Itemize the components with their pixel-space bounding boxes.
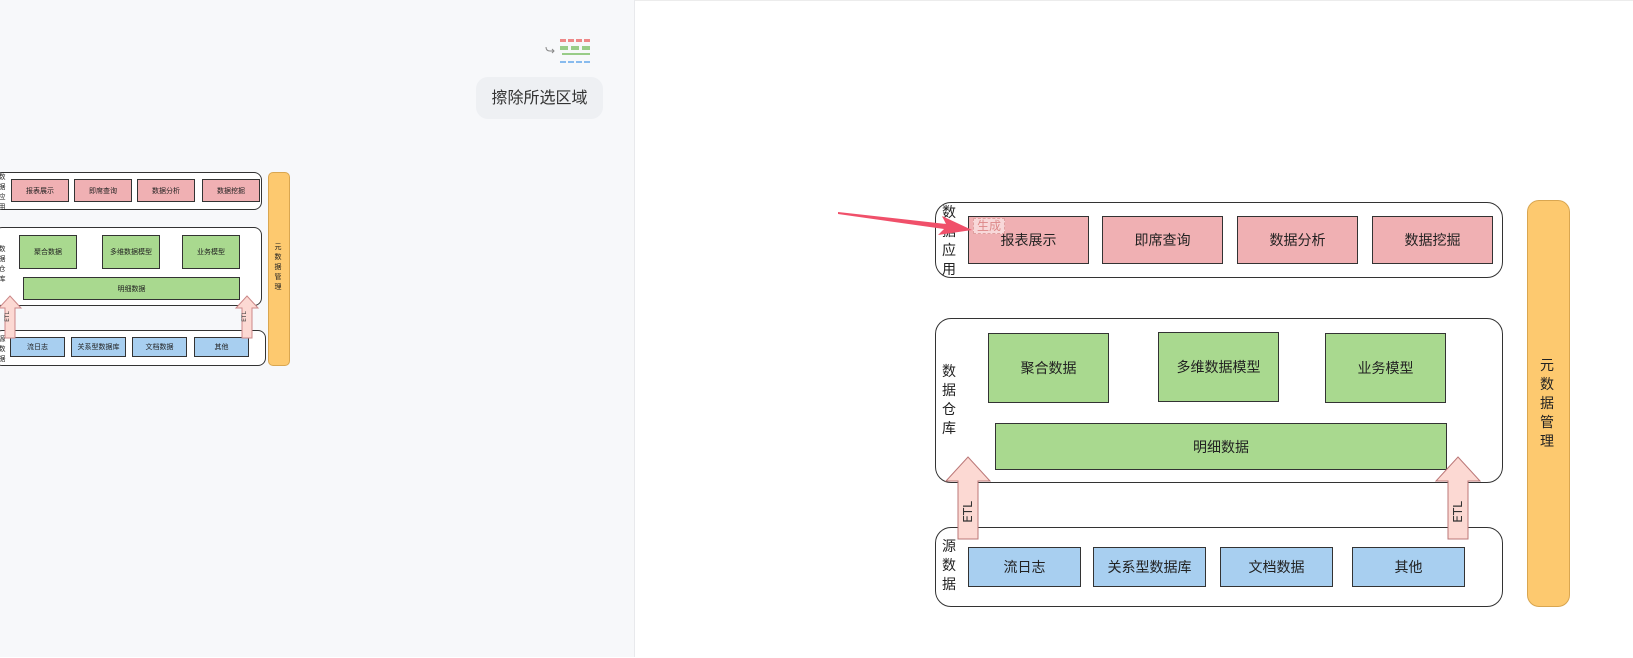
preview-app-item: 数据挖掘	[202, 179, 260, 202]
preview-etl-arrow-right	[234, 295, 260, 339]
preview-src-item: 文档数据	[132, 337, 187, 357]
dw-item-aggregate[interactable]: 聚合数据	[988, 333, 1109, 403]
dw-layer-label: 数据仓库	[942, 364, 956, 437]
preview-dw-detail: 明细数据	[23, 277, 240, 300]
src-item-stream-log[interactable]: 流日志	[968, 547, 1081, 587]
metadata-management-label: 元数据管理	[1540, 358, 1554, 450]
preview-app-item: 即席查询	[74, 179, 132, 202]
etl-label-right: ETL	[1450, 501, 1465, 523]
dw-detail-data[interactable]: 明细数据	[995, 423, 1447, 470]
preview-meta-label: 元数据管理	[274, 243, 282, 291]
preview-dw-item: 业务模型	[182, 235, 240, 269]
preview-src-layer-label: 源数据	[0, 334, 6, 364]
preview-dw-item: 聚合数据	[19, 235, 77, 269]
preview-dw-item: 多维数据模型	[102, 235, 160, 269]
app-item-adhoc-query[interactable]: 即席查询	[1102, 216, 1223, 264]
src-item-document-data[interactable]: 文档数据	[1220, 547, 1333, 587]
dw-item-multidim-model[interactable]: 多维数据模型	[1158, 332, 1279, 402]
diagram-preview[interactable]: 数据应用 报表展示 即席查询 数据分析 数据挖掘 数据仓库 聚合数据 多维数据模…	[0, 172, 300, 366]
preview-etl-arrow-left	[0, 295, 23, 339]
architecture-diagram[interactable]: 数据应用 报表展示 即席查询 数据分析 数据挖掘 数据仓库 聚合数据 多维数据模…	[935, 200, 1575, 610]
app-item-data-mining[interactable]: 数据挖掘	[1372, 216, 1493, 264]
etl-arrow-right[interactable]	[1434, 456, 1482, 540]
src-item-relational-db[interactable]: 关系型数据库	[1093, 547, 1206, 587]
preview-etl-label-left: ETL	[3, 311, 11, 322]
etl-label-left: ETL	[960, 501, 975, 523]
sketch-thumbnail[interactable]	[544, 37, 596, 67]
app-item-data-analysis[interactable]: 数据分析	[1237, 216, 1358, 264]
src-layer-label: 源数据	[942, 539, 956, 593]
preview-app-item: 数据分析	[137, 179, 195, 202]
preview-src-item: 流日志	[10, 337, 65, 357]
preview-src-item: 其他	[194, 337, 249, 357]
user-message-text: 擦除所选区域	[491, 88, 588, 107]
preview-src-item: 关系型数据库	[71, 337, 126, 357]
preview-etl-label-right: ETL	[240, 311, 248, 322]
src-item-other[interactable]: 其他	[1352, 547, 1465, 587]
chat-pane: 擦除所选区域 数据应用 报表展示 即席查询 数据分析 数据挖掘 数据仓库 聚合数…	[0, 0, 635, 657]
metadata-management-bar[interactable]	[1527, 200, 1570, 607]
preview-meta-bar	[268, 172, 290, 366]
etl-arrow-left[interactable]	[944, 456, 992, 540]
preview-app-layer-label: 数据应用	[0, 172, 6, 212]
generate-badge[interactable]: 生成	[973, 218, 1006, 234]
pointer-arrow-icon	[838, 212, 972, 235]
preview-app-item: 报表展示	[11, 179, 69, 202]
dw-item-business-model[interactable]: 业务模型	[1325, 333, 1446, 403]
preview-dw-layer-label: 数据仓库	[0, 244, 6, 284]
user-message-bubble: 擦除所选区域	[476, 77, 603, 119]
